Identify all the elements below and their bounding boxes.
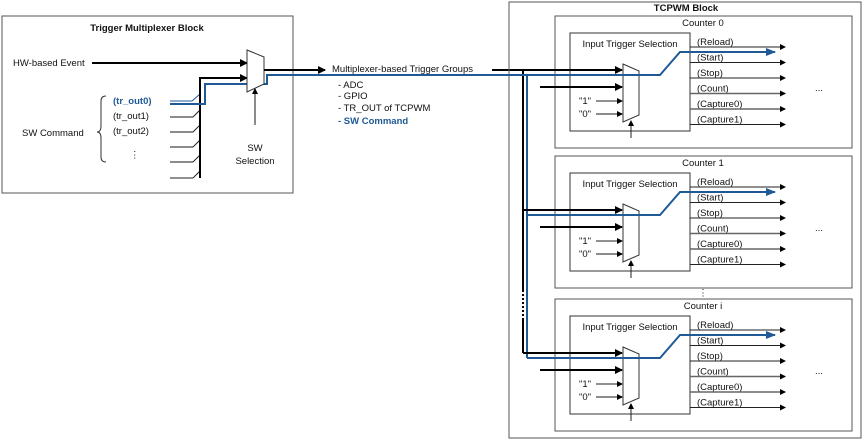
output-label: (Count) <box>697 224 729 235</box>
trigger-mux-block: Trigger Multiplexer Block HW-based Event… <box>1 15 294 194</box>
sw-switch-lines <box>170 74 248 179</box>
highlight-path-to-start <box>527 188 776 216</box>
tcpwm-block-frame <box>508 1 862 439</box>
output-label: (Reload) <box>697 320 733 331</box>
counter-vdots: ⋮ <box>698 288 708 299</box>
output-label: (Capture0) <box>697 99 742 110</box>
output-label: (Stop) <box>697 208 723 219</box>
more-outputs-label: ... <box>815 223 823 234</box>
more-outputs-label: ... <box>815 366 823 377</box>
output-label: (Count) <box>697 367 729 378</box>
const-input-0-label: "0" <box>579 109 591 120</box>
highlight-path-to-start <box>527 48 776 76</box>
trigger-groups: Multiplexer-based Trigger Groups - ADC -… <box>332 64 473 127</box>
const-input-0-label: "0" <box>579 392 591 403</box>
sw-output-tr-out1: (tr_out1) <box>113 111 149 122</box>
tcpwm-block-title: TCPWM Block <box>654 3 719 14</box>
output-label: (Reload) <box>697 177 733 188</box>
input-mux-icon <box>622 346 640 406</box>
counter-title: Counter i <box>684 301 723 312</box>
counters: Counter 0 Input Trigger Selection "1" "0" (R… <box>523 15 853 432</box>
counter-frame <box>554 155 853 289</box>
sw-selection-label-1: SW <box>247 143 262 154</box>
trigger-mux-block-title: Trigger Multiplexer Block <box>90 23 204 34</box>
output-label: (Stop) <box>697 68 723 79</box>
const-input-0-label: "0" <box>579 249 591 260</box>
sw-selection-label-2: Selection <box>235 156 274 167</box>
const-input-1-label: "1" <box>579 96 591 107</box>
sw-command-brace <box>96 95 107 163</box>
counter-title: Counter 0 <box>682 18 724 29</box>
output-label: (Start) <box>697 193 723 204</box>
sw-output-more: ⋮ <box>130 150 140 161</box>
counter-0: Counter 0 Input Trigger Selection "1" "0" (R… <box>523 15 853 149</box>
trigger-groups-title: Multiplexer-based Trigger Groups <box>332 64 473 75</box>
sw-command-highlight-path <box>170 74 293 105</box>
trigger-group-adc: - ADC <box>338 80 363 91</box>
trigger-mux-block-frame <box>1 15 294 194</box>
counter-1: Counter 1 Input Trigger Selection "1" "0" (R… <box>523 155 853 289</box>
tcpwm-block: TCPWM Block <box>508 1 862 439</box>
input-trigger-selection-label: Input Trigger Selection <box>582 179 677 190</box>
input-mux-icon <box>622 203 640 263</box>
sw-output-tr-out0: (tr_out0) <box>113 96 152 107</box>
trigger-group-gpio: - GPIO <box>338 91 368 102</box>
output-label: (Start) <box>697 336 723 347</box>
output-label: (Stop) <box>697 351 723 362</box>
counter-title: Counter 1 <box>682 158 724 169</box>
input-trigger-selection-frame <box>569 32 691 132</box>
trigger-group-sw-command: - SW Command <box>338 116 408 127</box>
highlight-path-to-start <box>527 331 776 359</box>
output-label: (Capture0) <box>697 382 742 393</box>
counter-frame <box>554 298 853 432</box>
input-mux-icon <box>622 63 640 123</box>
output-label: (Capture0) <box>697 239 742 250</box>
output-label: (Capture1) <box>697 398 742 409</box>
sw-command-label: SW Command <box>22 128 84 139</box>
input-trigger-selection-label: Input Trigger Selection <box>582 39 677 50</box>
sw-output-tr-out2: (tr_out2) <box>113 126 149 137</box>
trigger-group-tr-out: - TR_OUT of TCPWM <box>338 103 430 114</box>
output-label: (Capture1) <box>697 255 742 266</box>
input-trigger-selection-label: Input Trigger Selection <box>582 322 677 333</box>
input-trigger-selection-frame <box>569 172 691 272</box>
const-input-1-label: "1" <box>579 236 591 247</box>
output-label: (Count) <box>697 84 729 95</box>
counter-2: Counter i Input Trigger Selection "1" "0" (R… <box>523 298 853 432</box>
output-label: (Start) <box>697 53 723 64</box>
output-label: (Reload) <box>697 37 733 48</box>
counter-frame <box>554 15 853 149</box>
more-outputs-label: ... <box>815 83 823 94</box>
output-label: (Capture1) <box>697 115 742 126</box>
sw-mux-icon <box>246 49 265 93</box>
hw-event-label: HW-based Event <box>13 58 85 69</box>
const-input-1-label: "1" <box>579 379 591 390</box>
input-trigger-selection-frame <box>569 315 691 415</box>
